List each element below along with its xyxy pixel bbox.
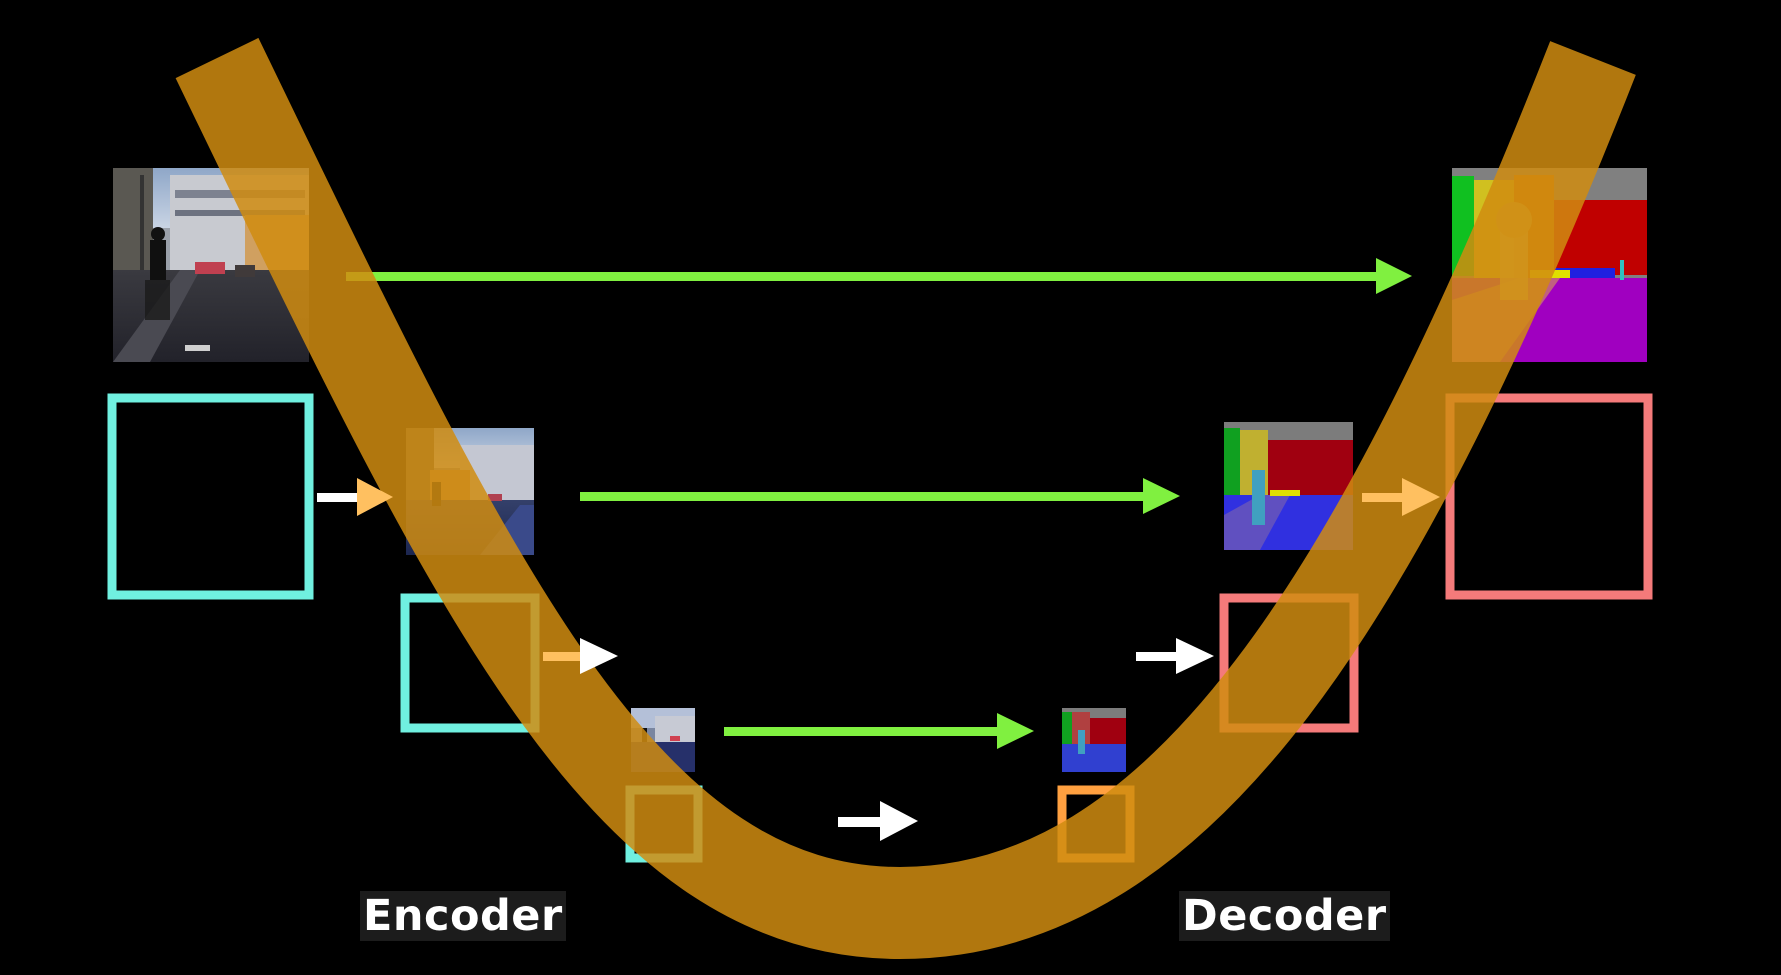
encoder-feature-map-level-1 <box>107 393 314 600</box>
decoder-image-level-3 <box>1062 708 1126 772</box>
flow-arrow-decoder-1 <box>1136 638 1214 674</box>
decoder-label: Decoder <box>1179 891 1390 941</box>
u-shape-band <box>175 37 1636 960</box>
encoder-label: Encoder <box>360 891 566 941</box>
flow-arrow-encoder-1 <box>317 478 393 516</box>
flow-arrow-bottleneck <box>838 801 918 841</box>
skip-connection-level-2 <box>580 478 1180 514</box>
skip-connection-level-3 <box>724 713 1034 749</box>
flow-arrow-encoder-2 <box>543 638 618 674</box>
decoder-feature-map-level-1 <box>1445 393 1653 600</box>
flow-arrow-decoder-2 <box>1362 478 1440 516</box>
skip-connection-level-1 <box>346 258 1412 294</box>
